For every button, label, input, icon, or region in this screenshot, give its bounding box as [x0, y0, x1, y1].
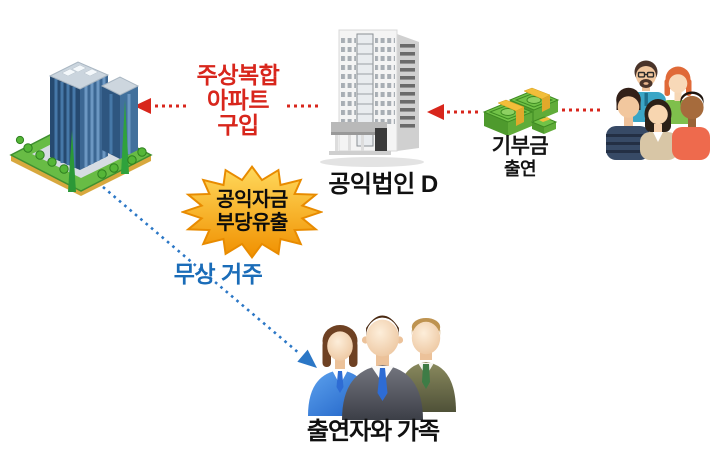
apartment-tower-icon [9, 61, 153, 196]
foundation-label: 공익법인 D [328, 171, 438, 198]
residence-label: 무상 거주 [173, 261, 263, 287]
donation-label: 기부금 출연 [477, 135, 563, 179]
resident-family-group-icon [308, 315, 456, 420]
blue-dotted-arrow [102, 186, 317, 368]
charity-building-icon [320, 29, 424, 167]
purchase-red-dashed-arrow [134, 98, 319, 114]
family-label: 출연자와 가족 [306, 418, 440, 445]
tree-icons [15, 100, 147, 192]
money-stack-icon [482, 87, 560, 136]
donation-label-line1: 기부금 [491, 135, 549, 158]
donation-label-line2: 출연 [503, 158, 537, 179]
starburst-icon [181, 164, 323, 260]
donation-red-dashed-arrow [427, 104, 600, 120]
purchase-label: 주상복합 아파트 구입 [196, 62, 280, 138]
leak-label: 공익자금 부당유출 [216, 189, 288, 234]
donor-family-group-icon [606, 60, 710, 160]
starburst-shape: 공익자금 부당유출 [181, 163, 323, 261]
